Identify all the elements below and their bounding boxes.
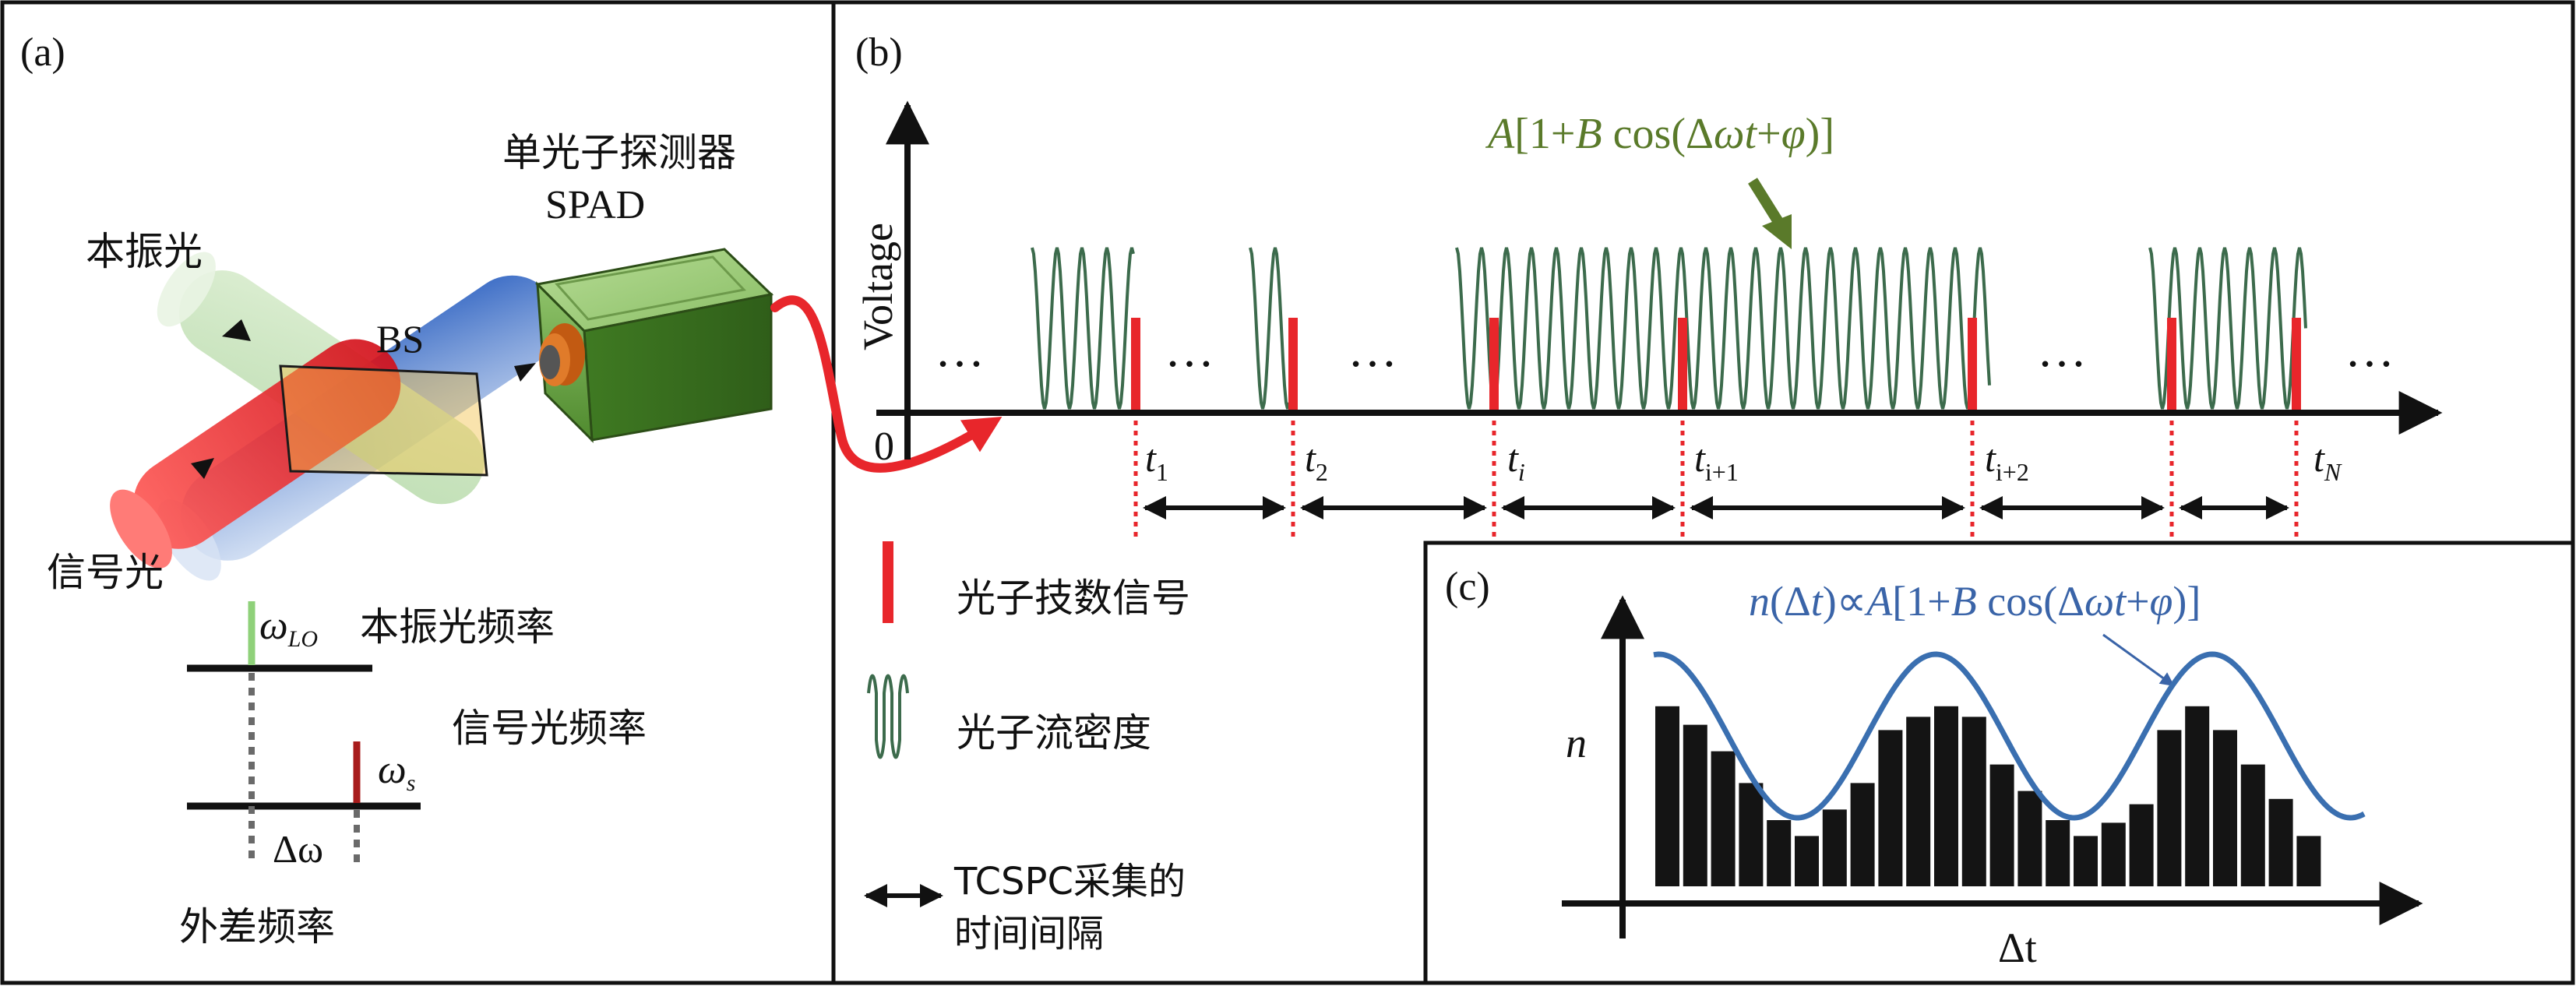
time-labels: t1 t2 ti ti+1 ti+2 tN xyxy=(1145,436,2342,486)
legend-photon-density-icon xyxy=(867,674,909,759)
histogram-bar xyxy=(2017,791,2042,886)
histogram-bar xyxy=(1822,809,1847,886)
cosine-fit-curve xyxy=(1653,651,2366,821)
histogram-bar xyxy=(2296,836,2321,886)
ellipsis-dots-text: … xyxy=(2345,322,2395,377)
signal-frequency-symbol: ωs xyxy=(378,748,415,796)
histogram-bar xyxy=(1739,783,1764,886)
connector-arrow-icon xyxy=(770,295,1003,473)
beat-frequency-label: 外差频率 xyxy=(179,904,335,949)
wave-segment xyxy=(1249,247,1291,410)
histogram-bar xyxy=(1795,836,1819,886)
beam-illustration xyxy=(110,252,559,581)
panel-b: (b) Voltage 0 A[1+B cos(Δωt+φ)] … … … … … t1… xyxy=(855,30,2443,956)
wave-segment xyxy=(1031,247,1135,410)
histogram-bars xyxy=(1655,706,2321,886)
legend-photon-count-label: 光子技数信号 xyxy=(957,576,1190,621)
signal-frequency-label: 信号光频率 xyxy=(452,706,647,751)
ellipsis-dots-text: … xyxy=(935,322,985,377)
histogram-bar xyxy=(1961,717,1986,886)
time-label: ti xyxy=(1507,436,1525,486)
histogram-bar xyxy=(2268,798,2293,886)
histogram-bar xyxy=(1878,730,1903,886)
histogram-bar xyxy=(2240,764,2265,886)
local-oscillator-label: 本振光 xyxy=(86,229,203,274)
histogram-bar xyxy=(1711,751,1736,886)
panel-c: (c) n(Δt)∝A[1+B cos(Δωt+φ)] n Δt xyxy=(1445,565,2423,971)
formula-c-pointer-arrow-icon xyxy=(2102,633,2175,687)
time-label: ti+1 xyxy=(1694,436,1739,486)
ellipsis-dots-text: … xyxy=(2037,322,2087,377)
time-label: tN xyxy=(2313,436,2342,486)
formula-pointer-head-icon xyxy=(1762,214,1792,249)
ellipsis-dots-text: … xyxy=(1165,322,1214,377)
lo-arrow-icon xyxy=(222,319,251,341)
histogram-bar xyxy=(1989,764,2014,886)
detector-cn-label: 单光子探测器 xyxy=(502,130,736,175)
histogram-bar xyxy=(2185,706,2210,886)
frequency-diagram: ωLO 本振光频率 信号光频率 ωs Δω 外差频率 xyxy=(179,601,647,949)
output-arrow-icon xyxy=(514,363,536,382)
photon-density-waves xyxy=(1031,247,2307,410)
histogram-bar xyxy=(2129,804,2154,886)
time-label: ti+2 xyxy=(1985,436,2029,486)
ellipsis-dots-text: … xyxy=(1348,322,1397,377)
wave-segment xyxy=(1455,247,1991,410)
lo-frequency-label: 本振光频率 xyxy=(360,604,555,650)
delta-omega-label: Δω xyxy=(273,827,323,871)
histogram-formula: n(Δt)∝A[1+B cos(Δωt+φ)] xyxy=(1749,578,2201,625)
histogram-y-label: n xyxy=(1566,720,1587,766)
panel-b-legend: 光子技数信号 光子流密度 TCSPC采集的 时间间隔 xyxy=(864,541,1190,956)
legend-interval-line2: 时间间隔 xyxy=(954,912,1104,956)
histogram-x-label: Δt xyxy=(1998,924,2037,971)
histogram-bar xyxy=(1767,820,1792,886)
histogram-bar xyxy=(2213,730,2237,886)
histogram-bar xyxy=(1934,706,1958,886)
formula-pointer-arrow-icon xyxy=(1748,178,1785,227)
bs-label: BS xyxy=(376,317,424,361)
detector-en-label: SPAD xyxy=(545,183,645,227)
histogram-bar xyxy=(2101,822,2126,886)
histogram-bar xyxy=(2046,820,2070,886)
wave-segment xyxy=(2148,247,2307,410)
panel-a: (a) xyxy=(20,30,1003,949)
photon-count-signals xyxy=(1131,318,2301,537)
lo-frequency-symbol: ωLO xyxy=(259,604,318,652)
histogram-bar xyxy=(2157,730,2182,886)
legend-photon-density-label: 光子流密度 xyxy=(957,710,1151,755)
panel-b-label: (b) xyxy=(855,30,903,75)
ellipsis-dots: … … … … … xyxy=(935,322,2395,377)
panel-c-label: (c) xyxy=(1445,565,1490,609)
origin-label: 0 xyxy=(874,424,894,469)
signal-arrow-icon xyxy=(191,458,214,479)
panel-a-label: (a) xyxy=(20,30,65,75)
histogram-bar xyxy=(1655,706,1679,886)
time-label: t1 xyxy=(1145,436,1168,486)
histogram-bar xyxy=(1906,717,1931,886)
signal-light-label: 信号光 xyxy=(47,550,164,595)
time-label: t2 xyxy=(1305,436,1328,486)
histogram-bar xyxy=(1850,783,1875,886)
voltage-axis-label: Voltage xyxy=(855,223,901,350)
legend-interval-line1: TCSPC采集的 xyxy=(953,860,1186,903)
histogram-bar xyxy=(2074,836,2098,886)
histogram-bar xyxy=(1683,724,1707,886)
spad-detector-icon xyxy=(534,248,774,443)
density-formula: A[1+B cos(Δωt+φ)] xyxy=(1485,110,1834,158)
